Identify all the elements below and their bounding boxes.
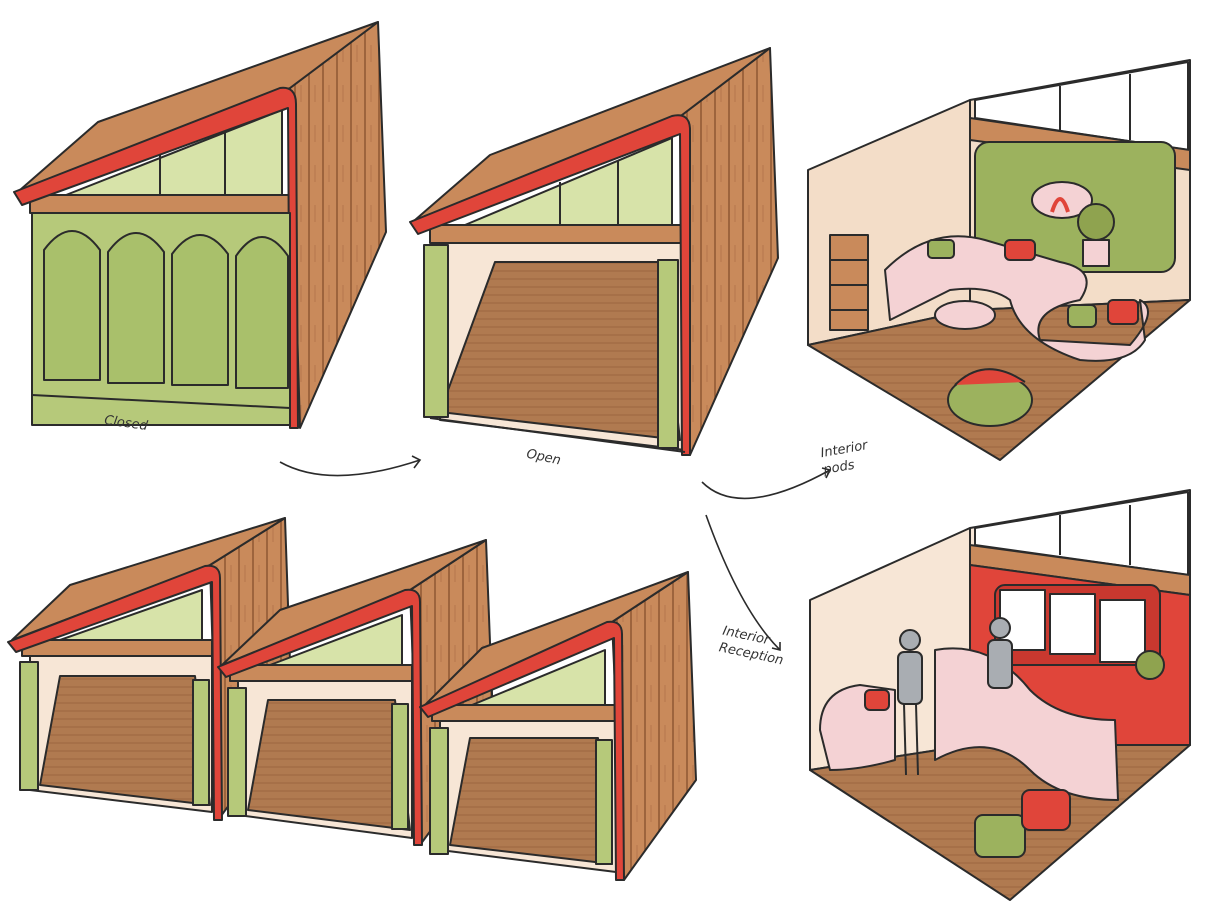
cabin-closed	[13, 21, 387, 429]
cabin-row-of-three	[7, 517, 697, 881]
interior-reception-room	[809, 489, 1191, 901]
cabin-open	[409, 47, 779, 456]
interior-pods-room	[807, 59, 1191, 461]
open-to-reception-arrow	[705, 514, 781, 651]
closed-to-open-arrow	[279, 459, 421, 477]
open-to-pods-arrow	[701, 469, 831, 500]
